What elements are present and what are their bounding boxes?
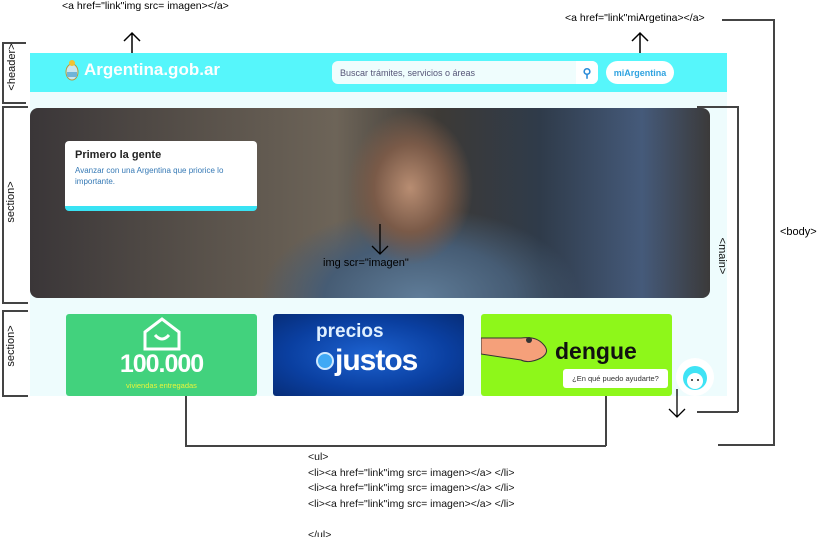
tile-number: 100.000 [119, 350, 204, 378]
avatar-face-icon [683, 366, 707, 390]
hero-card[interactable]: Primero la gente Avanzar con una Argenti… [65, 141, 257, 211]
hero-text: Avanzar con una Argentina que priorice l… [75, 166, 224, 186]
logo-text: Argentina.gob.ar [84, 60, 221, 79]
body-label: <body> [780, 226, 817, 238]
house-icon [143, 317, 181, 351]
tile-title: dengue [555, 338, 637, 364]
hero-img-annotation: img scr="imagen" [323, 257, 409, 269]
ul-code-annotation: <ul> <li><a href="link"img src= imagen><… [308, 450, 515, 537]
section-label: section> [5, 181, 17, 223]
site-header: Argentina.gob.ar Buscar trámites, servic… [30, 53, 727, 92]
main-label: <main> [716, 237, 728, 275]
arrow-down-icon [371, 224, 389, 255]
mi-link-annotation: <a href="link"miArgetina></a> [565, 12, 705, 24]
price-tag-icon [316, 352, 334, 370]
tile-precios-justos[interactable]: precios justos [273, 314, 464, 396]
tile-viviendas[interactable]: 100.000 viviendas entregadas [66, 314, 257, 396]
logo-link[interactable]: Argentina.gob.ar [64, 59, 220, 81]
search-input[interactable]: Buscar trámites, servicios o áreas ⚲ [332, 61, 598, 84]
code-line: </ul> [308, 528, 332, 537]
header-label: <header> [6, 43, 18, 91]
mi-argentina-button[interactable]: miArgentina [606, 61, 674, 84]
hero-title: Primero la gente [75, 149, 162, 161]
chat-bubble[interactable]: ¿En qué puedo ayudarte? [563, 369, 668, 388]
code-line: <li><a href="link"img src= imagen></a> <… [308, 466, 515, 479]
code-line [308, 512, 515, 528]
code-line: <ul> [308, 451, 329, 463]
code-line: <li><a href="link"img src= imagen></a> <… [308, 482, 515, 494]
tile-line2: justos [335, 344, 418, 377]
section-label: section> [5, 325, 17, 367]
hero-image: Primero la gente Avanzar con una Argenti… [30, 108, 710, 298]
hand-mosquito-icon [481, 337, 547, 363]
arrow-down-icon [668, 389, 686, 418]
logo-link-annotation: <a href="link"img src= imagen></a> [62, 0, 229, 12]
coat-of-arms-icon [65, 60, 79, 81]
tile-line1: precios [316, 321, 384, 342]
search-icon[interactable]: ⚲ [576, 61, 598, 84]
tile-caption: viviendas entregadas [126, 381, 197, 390]
code-line: <li><a href="link"img src= imagen></a> <… [308, 497, 515, 510]
chat-avatar-button[interactable] [676, 358, 714, 396]
search-placeholder: Buscar trámites, servicios o áreas [340, 67, 476, 78]
